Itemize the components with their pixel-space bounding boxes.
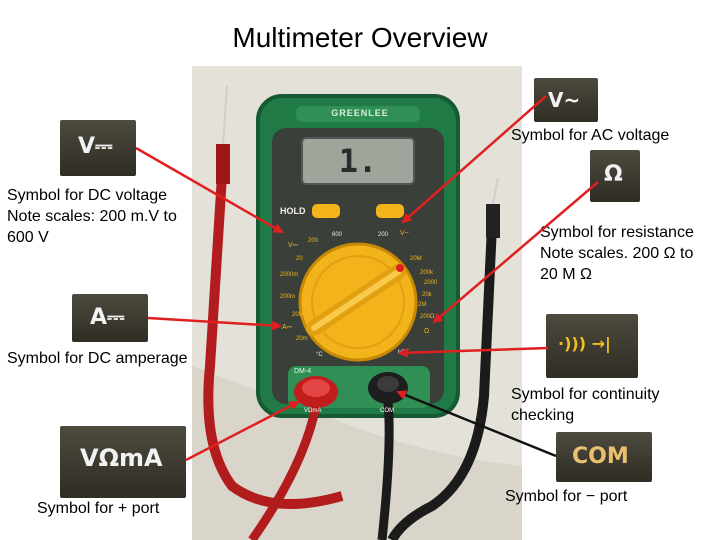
ac-voltage-icon: V~ bbox=[548, 88, 581, 112]
label-line: Symbol for DC voltage bbox=[7, 187, 168, 204]
dial-mark: 20m bbox=[296, 336, 308, 342]
dial-mark: 600 bbox=[332, 232, 343, 238]
label-line: Note scales: 200 m.V to bbox=[7, 208, 177, 225]
minus-port-icon: COM bbox=[572, 444, 629, 469]
meter-brand: GREENLEE bbox=[331, 108, 389, 118]
label-line: 20 M Ω bbox=[540, 266, 592, 283]
dial-mark: 20k bbox=[422, 292, 432, 298]
continuity-symbol-tile: ·))) →| bbox=[546, 314, 638, 378]
dial-mark: 200Ω bbox=[420, 314, 435, 320]
resistance-icon: Ω bbox=[604, 162, 623, 187]
label-line: Symbol for continuity bbox=[511, 386, 660, 403]
red-probe bbox=[203, 175, 344, 509]
hold-label: HOLD bbox=[280, 206, 306, 216]
label-dc-amperage: Symbol for DC amperage bbox=[7, 350, 188, 367]
label-line: Symbol for resistance bbox=[540, 224, 694, 241]
label-continuity: Symbol for continuity checking bbox=[511, 384, 660, 426]
dial-mark: 2000 bbox=[424, 280, 438, 286]
dial-mark: 200 bbox=[308, 238, 319, 244]
ac-voltage-symbol-tile: V~ bbox=[534, 78, 598, 122]
label-line: checking bbox=[511, 407, 575, 424]
dial-mark: A⎓ bbox=[282, 324, 293, 331]
dial-mark: V~ bbox=[400, 230, 409, 237]
dial-mark: V⎓ bbox=[288, 242, 299, 249]
dial-mark: 2000m bbox=[280, 272, 299, 278]
meter-model: DM-4 bbox=[294, 368, 312, 375]
label-ac-voltage: Symbol for AC voltage bbox=[511, 127, 670, 144]
label-minus-port: Symbol for − port bbox=[505, 488, 628, 505]
label-line: Note scales. 200 Ω to bbox=[540, 245, 694, 262]
dial-mark: 200k bbox=[420, 270, 434, 276]
dc-voltage-icon: V⎓ bbox=[78, 134, 113, 159]
dial-mark: °C bbox=[316, 352, 323, 358]
dial-mark: 200 bbox=[378, 232, 389, 238]
plus-port-icon: VΩmA bbox=[80, 444, 163, 472]
label-plus-port: Symbol for + port bbox=[37, 500, 160, 517]
dial-mark: 2M bbox=[418, 302, 427, 308]
continuity-icon: ·))) →| bbox=[558, 334, 611, 353]
minus-port-symbol-tile: COM bbox=[556, 432, 652, 482]
dc-voltage-symbol-tile: V⎓ bbox=[60, 120, 136, 176]
diagram-title: Multimeter Overview bbox=[232, 22, 488, 53]
meter-display: 1. bbox=[338, 142, 378, 180]
port-label-com: COM bbox=[380, 408, 394, 414]
dial-mark: 200m bbox=[292, 312, 308, 318]
resistance-symbol-tile: Ω bbox=[590, 150, 640, 202]
dc-amperage-icon: A⎓ bbox=[90, 305, 125, 330]
label-dc-voltage: Symbol for DC voltage Note scales: 200 m… bbox=[7, 185, 177, 248]
plus-port-symbol-tile: VΩmA bbox=[60, 426, 186, 498]
multimeter-photo: GREENLEE 1. HOLD DM-4 600 200 V⎓ V~ 200 … bbox=[192, 66, 522, 540]
dial-mark: Ω bbox=[424, 328, 430, 335]
dial-mark: 20 bbox=[296, 256, 303, 262]
port-label-plus: VΩmA bbox=[304, 408, 322, 414]
dc-amperage-symbol-tile: A⎓ bbox=[72, 294, 148, 342]
dial-mark: 20M bbox=[410, 256, 422, 262]
dial-mark: 200m bbox=[280, 294, 296, 300]
dial-mark: hFE bbox=[398, 350, 410, 356]
label-line: 600 V bbox=[7, 229, 49, 246]
label-resistance: Symbol for resistance Note scales. 200 Ω… bbox=[540, 222, 694, 285]
